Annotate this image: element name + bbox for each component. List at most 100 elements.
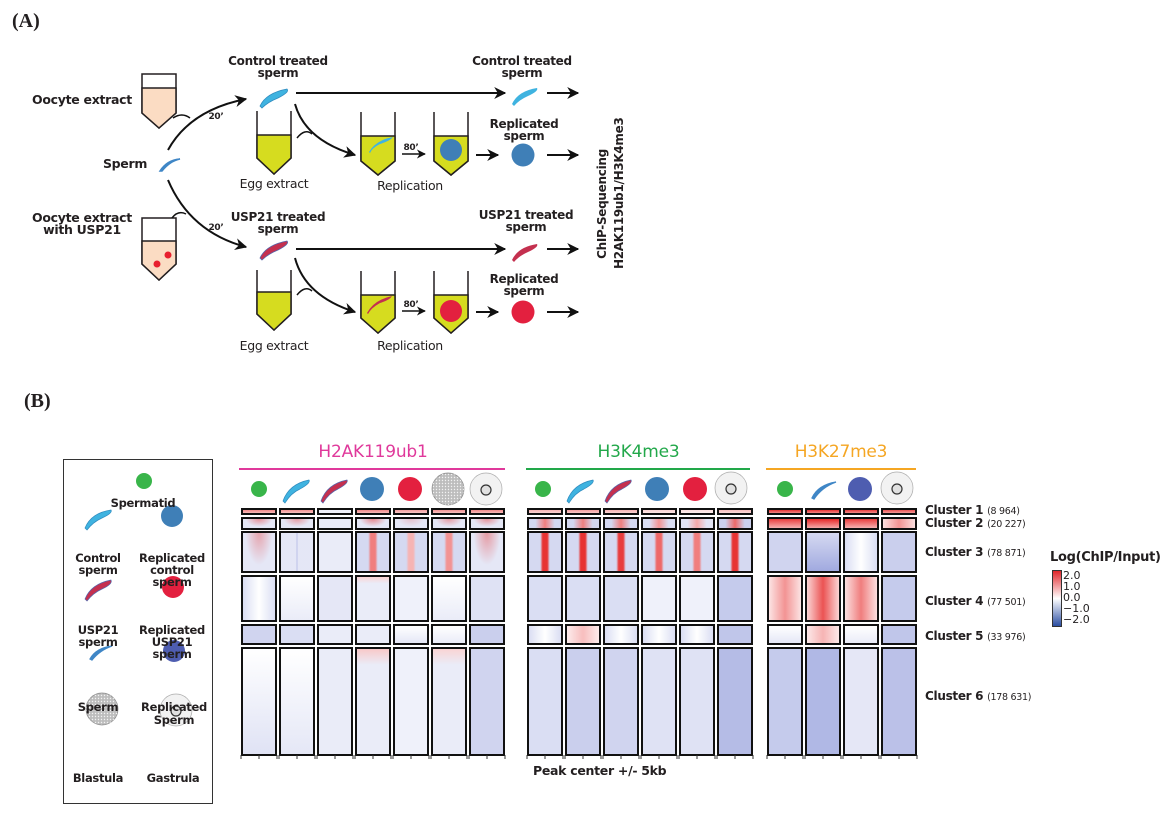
egg-extract-label: Egg extract (239, 338, 309, 353)
heatmap-cell (355, 647, 391, 756)
control-treated-sperm-label-line1: Control treated (472, 54, 572, 68)
legend-replicated-usp21-line1: Replicated (139, 623, 205, 637)
replication-tube-usp21-done (433, 271, 469, 335)
cluster-label-5: Cluster 5 (33 976) (925, 629, 1026, 643)
egg-extract-label: Egg extract (239, 176, 309, 191)
heatmap-cell (565, 624, 601, 645)
heatmap-cell (565, 575, 601, 622)
replication-tube-control (360, 112, 396, 176)
replicated-usp21-sperm-icon (511, 300, 535, 324)
legend-replicated-usp21-line2: USP21 (151, 635, 193, 649)
heatmap-cell (805, 575, 841, 622)
usp21-enzyme-icon (153, 260, 161, 268)
heatmap-cell (717, 531, 753, 573)
heatmap-cell (717, 647, 753, 756)
replicated-usp21-sperm-icon (683, 477, 707, 501)
heatmap-cell (843, 517, 879, 530)
colorbar-tick: 2.0 (1063, 569, 1081, 582)
heatmap-cell (679, 508, 715, 515)
replicated-sperm-icon (848, 477, 872, 501)
control-treated-sperm-label-line2: sperm (501, 66, 543, 80)
heatmap-cell (355, 508, 391, 515)
heatmap-cell (767, 531, 803, 573)
heatmap-cell (527, 624, 563, 645)
heatmap-cell (767, 647, 803, 756)
usp21-treated-sperm-label-line2: sperm (505, 220, 547, 234)
heatmap-cell (641, 575, 677, 622)
heatmap-cell (393, 647, 429, 756)
colorbar-tick: 1.0 (1063, 580, 1081, 593)
panel-b-label: (B) (24, 390, 51, 412)
usp21-treated-sperm-icon (259, 240, 288, 261)
heatmap-cell (641, 531, 677, 573)
oocyte-extract-tube (141, 73, 177, 130)
replication-tube-usp21 (360, 271, 396, 335)
heatmap-cell (241, 575, 277, 622)
oocyte-extract-usp21-label-line1: Oocyte extract (32, 210, 132, 225)
control-sperm-icon (282, 479, 310, 504)
heatmap-cell (241, 517, 277, 530)
control-treated-sperm-label-line2: sperm (257, 66, 299, 80)
heatmap-cell (241, 624, 277, 645)
sample-icon-row (251, 471, 914, 506)
heatmap-cell (469, 624, 505, 645)
heatmap-cell (843, 624, 879, 645)
heatmap-cell (679, 575, 715, 622)
heatmap-cell (603, 647, 639, 756)
heatmap-cell (355, 517, 391, 530)
heatmap-cell (317, 531, 353, 573)
usp21-treated-sperm-label-line1: USP21 treated (230, 210, 326, 224)
oocyte-extract-usp21-label-line2: with USP21 (43, 222, 121, 237)
cluster-count: (20 227) (987, 519, 1026, 530)
replicated-usp21-sperm-icon (398, 477, 422, 501)
usp21-treated-sperm-label-line1: USP21 treated (478, 208, 574, 222)
cluster-count: (78 871) (987, 548, 1026, 559)
cluster-label-3: Cluster 3 (78 871) (925, 545, 1026, 559)
x-axis-ticks (240, 755, 918, 759)
heatmap-cell (805, 531, 841, 573)
heatmap-cell (603, 575, 639, 622)
heatmap-cell (241, 531, 277, 573)
heatmap-cell (679, 647, 715, 756)
legend-replicated-control-line3: sperm (152, 575, 192, 589)
usp21-treated-sperm-label-line2: sperm (257, 222, 299, 236)
blastula-icon (431, 472, 465, 506)
heatmap-cell (279, 575, 315, 622)
heatmap-cell (355, 531, 391, 573)
control-treated-sperm-icon (259, 88, 288, 109)
heatmap-cell (527, 575, 563, 622)
legend-control-sperm-line2: sperm (78, 563, 118, 577)
egg-extract-tube (256, 270, 292, 332)
legend-control-sperm-line1: Control (75, 551, 121, 565)
oocyte-extract-label: Oocyte extract (32, 92, 132, 107)
heatmap-cell (355, 575, 391, 622)
spermatid-icon (136, 473, 152, 489)
sperm-label: Sperm (102, 156, 148, 171)
replicated-usp21-sperm-icon (162, 576, 184, 598)
heatmap-cell (565, 508, 601, 515)
heatmap-cell (393, 508, 429, 515)
control-sperm-icon (566, 479, 594, 504)
replicated-sperm-label-line1: Replicated (489, 117, 559, 131)
heatmap-cell (805, 517, 841, 530)
spermatid-icon (777, 481, 793, 497)
usp21-treated-sperm-icon (512, 244, 538, 262)
cluster-label-4: Cluster 4 (77 501) (925, 594, 1026, 608)
x-axis-label: Peak center +/- 5kb (533, 763, 667, 778)
gastrula-icon (880, 471, 914, 505)
usp21-sperm-icon (604, 479, 632, 504)
control-treated-sperm-icon (512, 88, 538, 106)
heatmap-cell (679, 624, 715, 645)
heatmap-cell (805, 624, 841, 645)
sperm-icon (158, 158, 181, 172)
heatmap-cell (469, 575, 505, 622)
heatmap-cell (431, 517, 467, 530)
heatmap-cell (317, 575, 353, 622)
cluster-count: (8 964) (987, 506, 1020, 517)
legend-icons (84, 473, 193, 727)
mark-title-h3k27me3: H3K27me3 (794, 442, 888, 462)
heatmap-cell (279, 517, 315, 530)
replicated-control-sperm-icon (511, 143, 535, 167)
heatmap-cell (767, 517, 803, 530)
heatmap-cell (603, 508, 639, 515)
